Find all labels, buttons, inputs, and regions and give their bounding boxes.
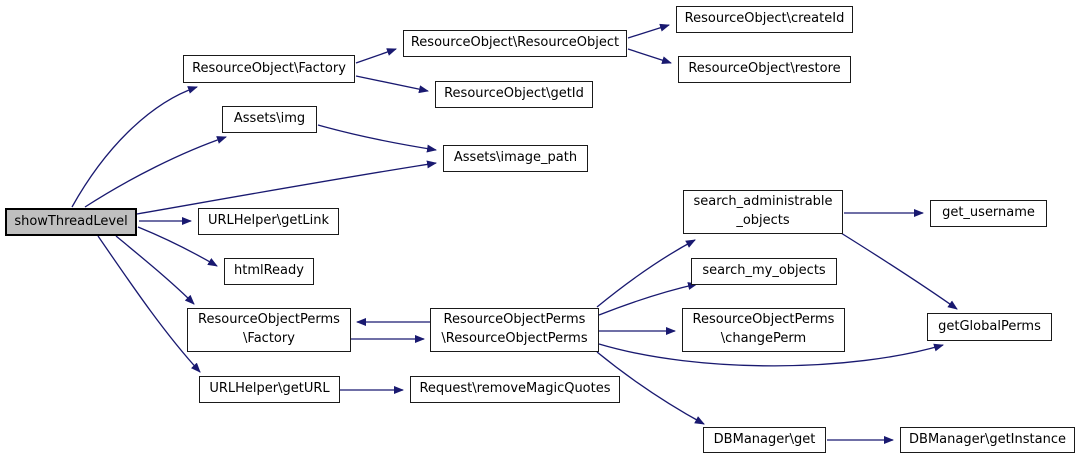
node-htmlready[interactable]: htmlReady	[224, 258, 314, 285]
edge-resourceobject-factory-to-resourceobject-getid	[355, 75, 429, 94]
node-get-username[interactable]: get_username	[930, 200, 1047, 227]
edge-showthreadlevel-to-resourceobjectperms-factory	[115, 235, 195, 305]
edge-search-administrable-objects-to-getglobalperms	[840, 232, 958, 310]
node-getglobalperms[interactable]: getGlobalPerms	[927, 313, 1052, 341]
node-assets-image-path[interactable]: Assets\image_path	[443, 145, 588, 172]
edge-resourceobjectperms-resourceobjectperms-to-getglobalperms	[598, 343, 944, 367]
node-search-my-objects[interactable]: search_my_objects	[691, 258, 837, 285]
node-dbmanager-getinstance[interactable]: DBManager\getInstance	[900, 427, 1075, 453]
node-resourceobject-getid[interactable]: ResourceObject\getId	[435, 81, 593, 108]
edge-resourceobjectperms-resourceobjectperms-to-search-administrable-objects	[596, 239, 696, 308]
edge-resourceobjectperms-resourceobjectperms-to-dbmanager-get	[596, 351, 705, 425]
node-search-administrable-objects[interactable]: search_administrable _objects	[683, 190, 843, 234]
node-resourceobjectperms-factory[interactable]: ResourceObjectPerms \Factory	[187, 308, 351, 352]
edge-showthreadlevel-to-htmlready	[137, 226, 218, 267]
edge-resourceobject-resourceobject-to-resourceobject-restore	[627, 48, 672, 65]
edge-assets-img-to-assets-image-path	[317, 124, 437, 153]
edge-showthreadlevel-to-assets-image-path	[136, 160, 437, 215]
edge-resourceobjectperms-resourceobjectperms-to-search-my-objects	[598, 282, 698, 316]
node-resourceobject-factory[interactable]: ResourceObject\Factory	[183, 55, 355, 83]
edge-resourceobject-factory-to-resourceobject-resourceobject	[355, 48, 397, 64]
node-assets-img[interactable]: Assets\img	[222, 106, 317, 133]
node-dbmanager-get[interactable]: DBManager\get	[703, 427, 826, 453]
edge-showthreadlevel-to-resourceobject-factory	[71, 86, 198, 208]
edge-showthreadlevel-to-urlhelper-geturl	[97, 235, 201, 373]
edge-showthreadlevel-to-assets-img	[84, 136, 227, 208]
node-urlhelper-geturl[interactable]: URLHelper\getURL	[199, 376, 340, 403]
node-request-removemagicquotes[interactable]: Request\removeMagicQuotes	[410, 376, 620, 403]
node-showthreadlevel: showThreadLevel	[5, 208, 137, 236]
node-resourceobjectperms-resourceobjectperms[interactable]: ResourceObjectPerms \ResourceObjectPerms	[430, 308, 599, 352]
node-resourceobjectperms-changeperm[interactable]: ResourceObjectPerms \changePerm	[682, 308, 845, 352]
node-resourceobject-createid[interactable]: ResourceObject\createId	[676, 6, 853, 33]
edge-resourceobject-resourceobject-to-resourceobject-createid	[627, 23, 670, 39]
node-resourceobject-restore[interactable]: ResourceObject\restore	[678, 56, 851, 83]
node-resourceobject-resourceobject[interactable]: ResourceObject\ResourceObject	[403, 30, 627, 57]
node-urlhelper-getlink[interactable]: URLHelper\getLink	[198, 208, 339, 235]
